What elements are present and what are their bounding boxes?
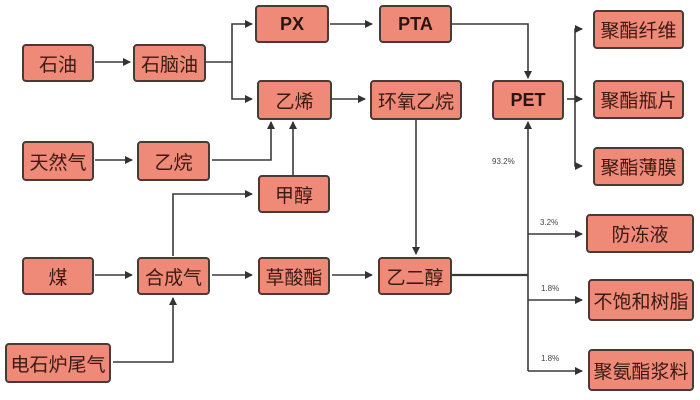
node-yierchun: 乙二醇 <box>378 257 452 295</box>
node-juanzhi-jiangliao: 聚氨酯浆料 <box>588 349 694 391</box>
node-tianranqi: 天然气 <box>22 141 94 181</box>
share-juanzhi-label: 1.8% <box>541 354 560 363</box>
node-hechengqi: 合成气 <box>137 257 210 295</box>
share-fangdongye-label: 3.2% <box>540 218 559 227</box>
node-yixi: 乙烯 <box>257 80 332 120</box>
node-fangdongye: 防冻液 <box>586 214 694 253</box>
edge-shinaoyou-yixi <box>231 62 253 103</box>
node-dianshiluweiqi: 电石炉尾气 <box>5 343 111 383</box>
edge-pta-pet <box>452 23 532 79</box>
node-shiyou: 石油 <box>22 44 94 82</box>
node-bubaohe-shuzhi: 不饱和树脂 <box>588 279 694 321</box>
node-pet: PET <box>492 80 564 120</box>
node-px: PX <box>255 5 329 43</box>
edge-pet-xianwei <box>574 25 583 99</box>
node-juzhi-bomo: 聚酯薄膜 <box>593 147 684 186</box>
node-jiachun: 甲醇 <box>258 175 330 213</box>
edge-yiwan-yixi <box>212 121 275 161</box>
edge-shinaoyou-px <box>206 20 253 63</box>
share-pet-label: 93.2% <box>492 157 515 166</box>
node-caosuanzhi: 草酸酯 <box>258 257 330 295</box>
node-mei: 煤 <box>22 257 94 295</box>
node-huanyangyiwan: 环氧乙烷 <box>370 80 462 120</box>
node-juzhi-pingpian: 聚酯瓶片 <box>593 80 684 119</box>
edge-pet-bomo <box>574 99 583 170</box>
edge-dianshi-hechengqi <box>113 297 177 363</box>
node-pta: PTA <box>379 5 452 43</box>
node-juzhi-xianwei: 聚酯纤维 <box>593 10 684 49</box>
node-yiwan: 乙烷 <box>137 141 210 181</box>
edge-hechengqi-jiachun <box>172 190 253 256</box>
share-bubaohe-label: 1.8% <box>541 284 560 293</box>
node-shinaoyou: 石脑油 <box>133 44 206 82</box>
